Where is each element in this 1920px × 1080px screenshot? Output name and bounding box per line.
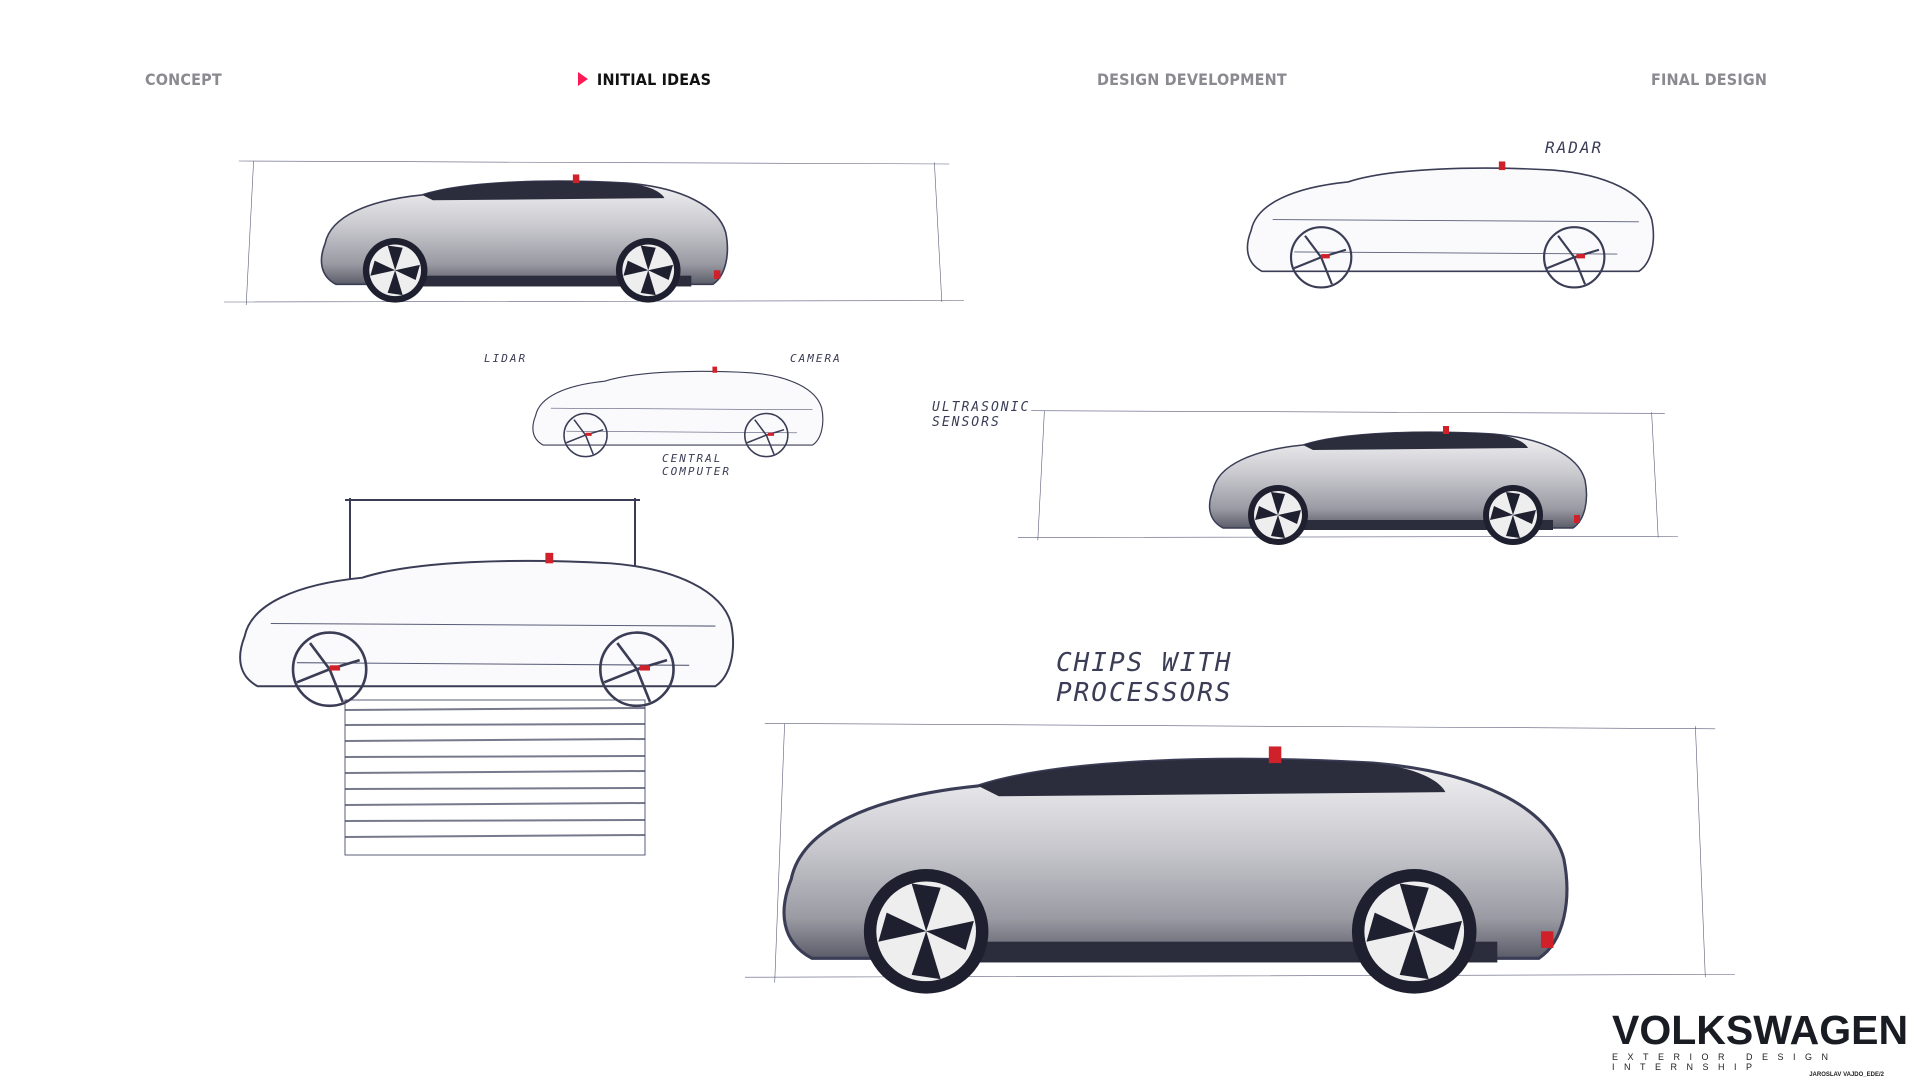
nav-step-final-design[interactable]: FINAL DESIGN bbox=[1651, 70, 1767, 89]
nav-step-design-development[interactable]: DESIGN DEVELOPMENT bbox=[1097, 70, 1287, 89]
annotation-chips-with-processors: CHIPS WITH PROCESSORS bbox=[1056, 648, 1233, 708]
car-sketch-line-radar bbox=[1246, 160, 1655, 289]
annotation-ultrasonic-sensors: ULTRASONIC SENSORS bbox=[932, 400, 1031, 430]
car-sketch-final-rendered bbox=[670, 714, 1745, 996]
nav-label: DESIGN DEVELOPMENT bbox=[1097, 70, 1287, 89]
logo-subtitle: EXTERIOR DESIGN INTERNSHIP bbox=[1612, 1052, 1838, 1072]
author-credit: JAROSLAV VAJDO_EDE/2 bbox=[1809, 1072, 1884, 1078]
annotation-lidar: LIDAR bbox=[484, 352, 528, 365]
annotation-camera: CAMERA bbox=[790, 352, 842, 365]
active-marker-icon bbox=[578, 72, 588, 86]
annotation-radar: RADAR bbox=[1545, 138, 1604, 157]
car-sketch-rendered-2 bbox=[1018, 408, 1678, 547]
nav-step-initial-ideas[interactable]: INITIAL IDEAS bbox=[578, 70, 711, 89]
car-sketch-rendered-1 bbox=[224, 158, 964, 308]
nav-label: INITIAL IDEAS bbox=[596, 70, 712, 89]
logo-wordmark: VOLKSWAGEN bbox=[1612, 1007, 1909, 1053]
car-sketch-line-hatched bbox=[238, 498, 735, 856]
nav-label: CONCEPT bbox=[145, 70, 222, 89]
nav-label: FINAL DESIGN bbox=[1651, 70, 1768, 89]
volkswagen-logo: VOLKSWAGEN EXTERIOR DESIGN INTERNSHIP JA… bbox=[1612, 1007, 1909, 1079]
annotation-central-computer: CENTRAL COMPUTER bbox=[662, 452, 731, 478]
nav-step-concept[interactable]: CONCEPT bbox=[145, 70, 222, 89]
